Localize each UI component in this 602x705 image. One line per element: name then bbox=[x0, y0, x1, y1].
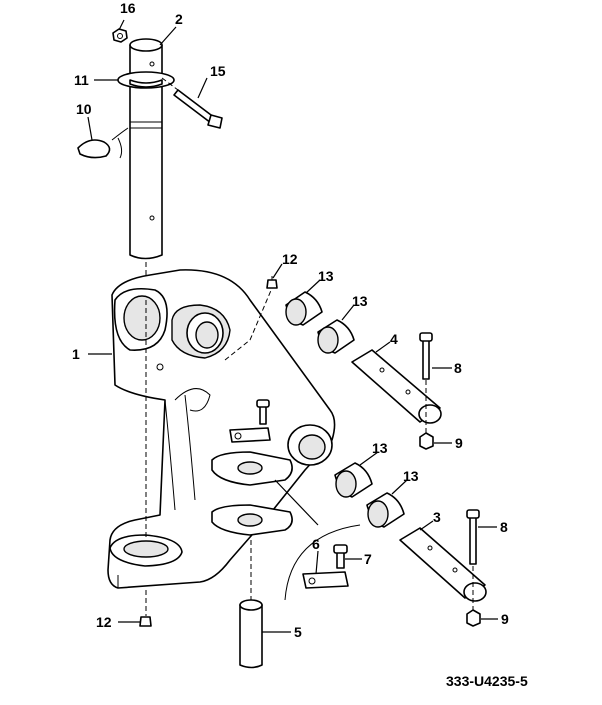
bolt-upper-part bbox=[419, 332, 433, 435]
callout-13-b: 13 bbox=[352, 293, 368, 309]
callout-1: 1 bbox=[72, 346, 80, 362]
king-pin-part bbox=[129, 38, 163, 300]
collar-washer-part bbox=[117, 71, 175, 89]
callout-7: 7 bbox=[364, 551, 372, 567]
circlip-part bbox=[77, 127, 129, 159]
nut-lower-part bbox=[466, 609, 481, 627]
retaining-plate-upper-part bbox=[229, 399, 271, 443]
bush-lower-b-part bbox=[366, 492, 405, 528]
callout-9-top: 9 bbox=[455, 435, 463, 451]
bush-upper-a-part bbox=[285, 291, 323, 326]
retaining-plate-lower-part bbox=[302, 571, 349, 589]
leader-lines bbox=[87, 19, 498, 633]
diagram-reference-code: 333-U4235-5 bbox=[446, 673, 528, 689]
callout-8-bottom: 8 bbox=[500, 519, 508, 535]
pivot-pin-upper-part bbox=[351, 349, 442, 424]
top-nut-part bbox=[112, 28, 128, 43]
callout-15: 15 bbox=[210, 63, 226, 79]
bolt-15-part bbox=[161, 77, 223, 129]
grease-nipple-bottom-part bbox=[139, 616, 152, 627]
callout-13-c: 13 bbox=[372, 440, 388, 456]
callout-9-bottom: 9 bbox=[501, 611, 509, 627]
callout-3: 3 bbox=[433, 509, 441, 525]
callout-16: 16 bbox=[120, 0, 136, 16]
ram-pin-part bbox=[239, 540, 263, 669]
pivot-pin-lower-part bbox=[399, 527, 487, 602]
callout-4: 4 bbox=[390, 331, 398, 347]
callout-10: 10 bbox=[76, 101, 92, 117]
callout-5: 5 bbox=[294, 624, 302, 640]
callout-12-top: 12 bbox=[282, 251, 298, 267]
grease-nipple-top-part bbox=[266, 276, 278, 289]
callout-13-d: 13 bbox=[403, 468, 419, 484]
callout-6: 6 bbox=[312, 536, 320, 552]
bush-upper-b-part bbox=[317, 319, 355, 354]
callout-8-top: 8 bbox=[454, 360, 462, 376]
callout-12-bottom: 12 bbox=[96, 614, 112, 630]
callout-11: 11 bbox=[74, 72, 89, 88]
bush-lower-a-part bbox=[334, 462, 373, 498]
cap-screw-part bbox=[333, 544, 348, 569]
nut-upper-part bbox=[419, 432, 434, 450]
callout-13-a: 13 bbox=[318, 268, 334, 284]
swing-bracket-part bbox=[107, 269, 336, 616]
callout-2: 2 bbox=[175, 11, 183, 27]
bolt-lower-part bbox=[466, 509, 480, 612]
